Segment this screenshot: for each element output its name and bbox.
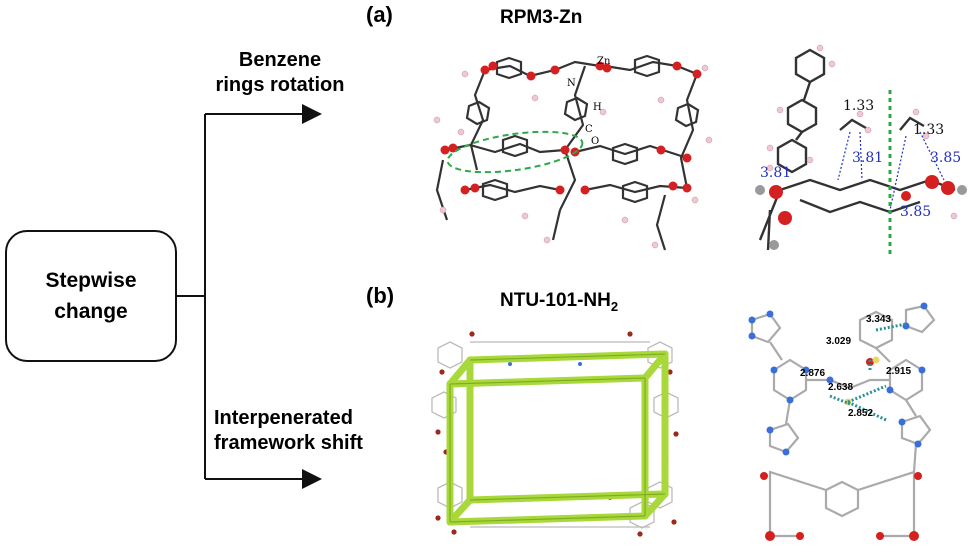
ntu-101-nh2-framework [431, 331, 679, 537]
atom-label-n: N [567, 78, 576, 89]
upper-label-line2: rings rotation [215, 74, 345, 96]
lower-label-line1: Interpenerated [214, 407, 353, 429]
upper-label-line1: Benzene [238, 49, 322, 71]
box-label-line1: Stepwise [45, 269, 137, 292]
lower-branch-label: Interpenerated framework shift [214, 406, 394, 456]
atom-label-c: C [585, 124, 593, 135]
upper-branch-label: Benzene rings rotation [210, 48, 350, 98]
distance-2-876: 2.876 [800, 368, 825, 379]
bond-length-2: 1.33 [913, 122, 944, 138]
panel-a-title: RPM3-Zn [500, 7, 583, 28]
rpm3-zn-structure: Zn N H C O [433, 54, 713, 251]
ntu-101-nh2-detail: 3.343 3.029 2.876 2.915 2.638 2.852 [748, 302, 936, 541]
atom-label-h: H [593, 102, 602, 113]
distance-3-85-right: 3.85 [930, 150, 961, 166]
distance-2-638: 2.638 [828, 382, 853, 393]
lower-label-line2: framework shift [214, 432, 363, 454]
panel-b-title: NTU-101-NH2 [500, 290, 618, 314]
distance-2-852: 2.852 [848, 408, 873, 419]
distance-3-343: 3.343 [866, 314, 891, 325]
panel-b-title-main: NTU-101-NH [500, 290, 611, 311]
atom-label-zn: Zn [597, 56, 611, 67]
distance-3-81-right: 3.81 [852, 150, 883, 166]
panel-b-title-sub: 2 [610, 298, 619, 314]
rpm3-zn-detail: 1.33 1.33 3.81 3.81 3.85 3.85 [755, 44, 967, 255]
distance-2-915: 2.915 [886, 366, 911, 377]
stepwise-change-box: Stepwise change [5, 230, 177, 362]
distance-3-029: 3.029 [826, 336, 851, 347]
box-label-line2: change [54, 300, 128, 323]
panel-a-tag: (a) [366, 2, 393, 27]
panel-b-tag: (b) [366, 283, 395, 308]
distance-3-81-left: 3.81 [760, 165, 791, 181]
bond-length-1: 1.33 [843, 98, 874, 114]
atom-label-o: O [591, 136, 599, 147]
distance-3-85-lower: 3.85 [900, 204, 931, 220]
